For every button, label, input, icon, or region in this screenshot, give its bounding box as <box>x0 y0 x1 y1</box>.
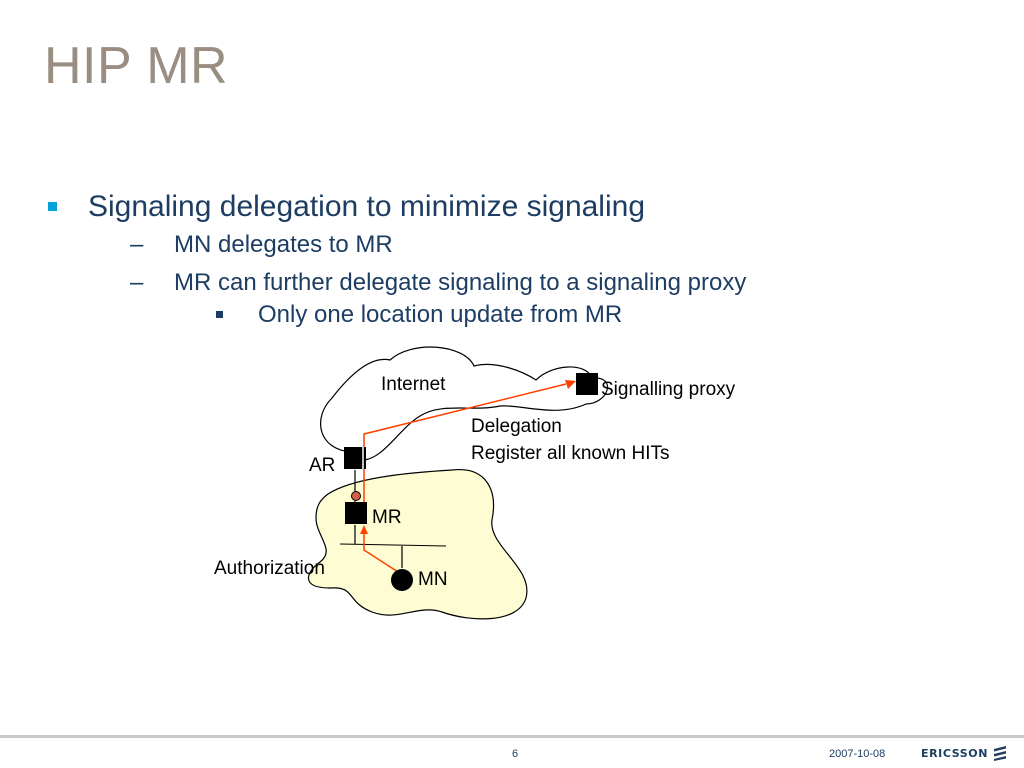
bullet-level2-text: MR can further delegate signaling to a s… <box>174 269 747 296</box>
dash-bullet-icon: – <box>130 231 144 258</box>
ericsson-stripes-icon <box>994 746 1007 761</box>
bullet-level1-text: Signaling delegation to minimize signali… <box>88 190 646 223</box>
mn-label: MN <box>418 569 448 590</box>
signalling-proxy-node-icon <box>576 373 598 395</box>
mr-node-icon <box>345 502 367 524</box>
signaling-path <box>363 530 399 573</box>
authorization-point-icon <box>351 491 361 501</box>
dash-bullet-icon: – <box>130 269 144 296</box>
page-number: 6 <box>512 748 519 760</box>
logo-text: ERICSSON <box>921 746 989 760</box>
ar-label: AR <box>309 455 336 476</box>
square-bullet-icon <box>48 202 57 211</box>
arrow-to-mr-icon <box>360 525 368 534</box>
mn-node-icon <box>391 569 413 591</box>
footer-divider <box>0 735 1024 738</box>
bullet-level3-text: Only one location update from MR <box>258 301 623 328</box>
ericsson-logo: ERICSSON <box>921 744 1007 762</box>
bullet-level1: Signaling delegation to minimize signali… <box>44 188 944 228</box>
authorization-label: Authorization <box>214 558 325 579</box>
ar-node-icon <box>344 447 366 469</box>
mr-label: MR <box>372 507 402 528</box>
register-label: Register all known HITs <box>471 443 670 464</box>
small-square-bullet-icon <box>216 311 223 318</box>
arrow-to-proxy-icon <box>565 380 576 389</box>
bullet-level3-item: Only one location update from MR <box>44 300 944 334</box>
delegation-label: Delegation <box>471 416 562 437</box>
slide-title: HIP MR <box>44 37 229 95</box>
bullet-level2-item: – MR can further delegate signaling to a… <box>44 266 944 304</box>
bullet-level2-text: MN delegates to MR <box>174 231 393 258</box>
delegation-path <box>363 383 567 502</box>
bullet-list: Signaling delegation to minimize signali… <box>44 188 944 334</box>
internet-label: Internet <box>381 374 446 395</box>
lan-line <box>339 543 447 547</box>
slide-date: 2007-10-08 <box>829 748 886 760</box>
signalling-proxy-label: Signalling proxy <box>601 379 736 400</box>
bullet-level2-item: – MN delegates to MR <box>44 228 944 266</box>
